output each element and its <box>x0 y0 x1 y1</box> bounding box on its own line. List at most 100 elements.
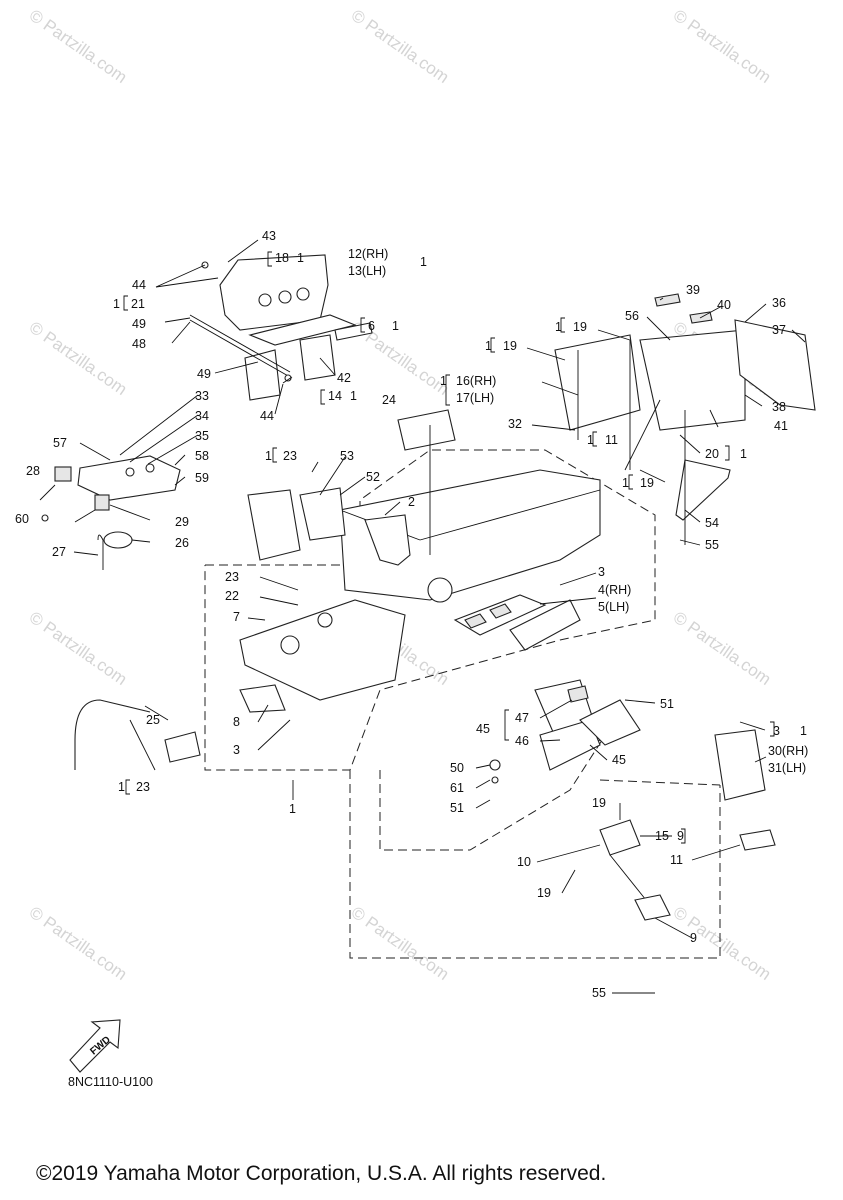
callout: 35 <box>195 429 209 443</box>
callout: 1 <box>740 447 747 461</box>
callout: 38 <box>772 400 786 414</box>
callout: 7 <box>233 610 240 624</box>
rear-parts <box>247 293 816 561</box>
callout: 22 <box>225 589 239 603</box>
callout: 18 <box>275 251 289 265</box>
callout: 1 <box>420 255 427 269</box>
callout: 45 <box>612 753 626 767</box>
front-bracket-assembly <box>189 254 373 401</box>
callout: 53 <box>340 449 354 463</box>
fwd-arrow-icon: FWD <box>69 1019 121 1073</box>
callout: 33 <box>195 389 209 403</box>
copyright-notice: ©2019 Yamaha Motor Corporation, U.S.A. A… <box>36 1162 606 1185</box>
callout: 1 <box>440 374 447 388</box>
callout: 59 <box>195 471 209 485</box>
callout: 23 <box>283 449 297 463</box>
callout: 11 <box>605 433 618 447</box>
callout: 5(LH) <box>598 600 629 614</box>
callout: 19 <box>503 339 517 353</box>
callout: 43 <box>262 229 276 243</box>
callout: 49 <box>132 317 146 331</box>
callout: 55 <box>705 538 719 552</box>
callout: 1 <box>392 319 399 333</box>
callout: 55 <box>592 986 606 1000</box>
callout: 47 <box>515 711 529 725</box>
callout: 48 <box>132 337 146 351</box>
callout: 12(RH) <box>348 247 388 261</box>
callout: 50 <box>450 761 464 775</box>
main-frame <box>239 469 601 713</box>
callout: 42 <box>337 371 351 385</box>
callout: 29 <box>175 515 189 529</box>
callout: 1 <box>265 449 272 463</box>
callout: 19 <box>573 320 587 334</box>
callout: 1 <box>800 724 807 738</box>
callout: 10 <box>517 855 531 869</box>
callout: 15 <box>655 829 669 843</box>
callout: 1 <box>297 251 304 265</box>
callout: 26 <box>175 536 189 550</box>
callout: 3 <box>773 724 780 738</box>
callout: 19 <box>592 796 606 810</box>
callout: 60 <box>15 512 29 526</box>
callout: 6 <box>368 319 375 333</box>
callout: 52 <box>366 470 380 484</box>
callout: 40 <box>717 298 731 312</box>
watermark: © Partzilla.com <box>670 608 775 689</box>
dashed-group-outlines <box>204 449 721 959</box>
callout: 1 <box>622 476 629 490</box>
watermark: © Partzilla.com <box>348 903 453 984</box>
callout: 11 <box>670 853 683 867</box>
callout: 8 <box>233 715 240 729</box>
watermark: © Partzilla.com <box>670 6 775 87</box>
callout: 32 <box>508 417 522 431</box>
callout: 20 <box>705 447 719 461</box>
callout: 4(RH) <box>598 583 631 597</box>
bracket-glyphs <box>123 251 775 844</box>
callout: 27 <box>52 545 66 559</box>
callout: 23 <box>136 780 150 794</box>
watermark: © Partzilla.com <box>26 318 131 399</box>
leader-lines <box>73 239 806 994</box>
watermark: © Partzilla.com <box>348 6 453 87</box>
callout: 58 <box>195 449 209 463</box>
callout: 57 <box>53 436 67 450</box>
watermark: © Partzilla.com <box>26 903 131 984</box>
callout: 44 <box>260 409 274 423</box>
callout: 19 <box>640 476 654 490</box>
callout: 61 <box>450 781 464 795</box>
callout: 14 <box>328 389 342 403</box>
left-small-parts <box>39 455 181 570</box>
callout: 56 <box>625 309 639 323</box>
callout: 45 <box>476 722 490 736</box>
callout: 54 <box>705 516 719 530</box>
callout: 44 <box>132 278 146 292</box>
callout: 41 <box>774 419 788 433</box>
lower-parts <box>74 679 776 921</box>
callout: 1 <box>113 297 120 311</box>
callout: 16(RH) <box>456 374 496 388</box>
callout: 9 <box>690 931 697 945</box>
callout: 1 <box>118 780 125 794</box>
callout: 39 <box>686 283 700 297</box>
callout: 51 <box>660 697 674 711</box>
callout: 2 <box>408 495 415 509</box>
watermark: © Partzilla.com <box>670 903 775 984</box>
callout: 30(RH) <box>768 744 808 758</box>
callout: 9 <box>677 829 684 843</box>
callout: 49 <box>197 367 211 381</box>
callout-labels: 43 18 1 12(RH) 13(LH) 1 44 1 21 49 48 6 … <box>15 229 808 1000</box>
callout: 1 <box>587 433 594 447</box>
callout: 37 <box>772 323 786 337</box>
callout: 36 <box>772 296 786 310</box>
callout: 3 <box>233 743 240 757</box>
callout: 25 <box>146 713 160 727</box>
callout: 46 <box>515 734 529 748</box>
callout: 23 <box>225 570 239 584</box>
callout: 31(LH) <box>768 761 806 775</box>
callout: 28 <box>26 464 40 478</box>
diagram-code: 8NC1110-U100 <box>68 1075 153 1089</box>
callout: 1 <box>485 339 492 353</box>
watermark: © Partzilla.com <box>26 608 131 689</box>
